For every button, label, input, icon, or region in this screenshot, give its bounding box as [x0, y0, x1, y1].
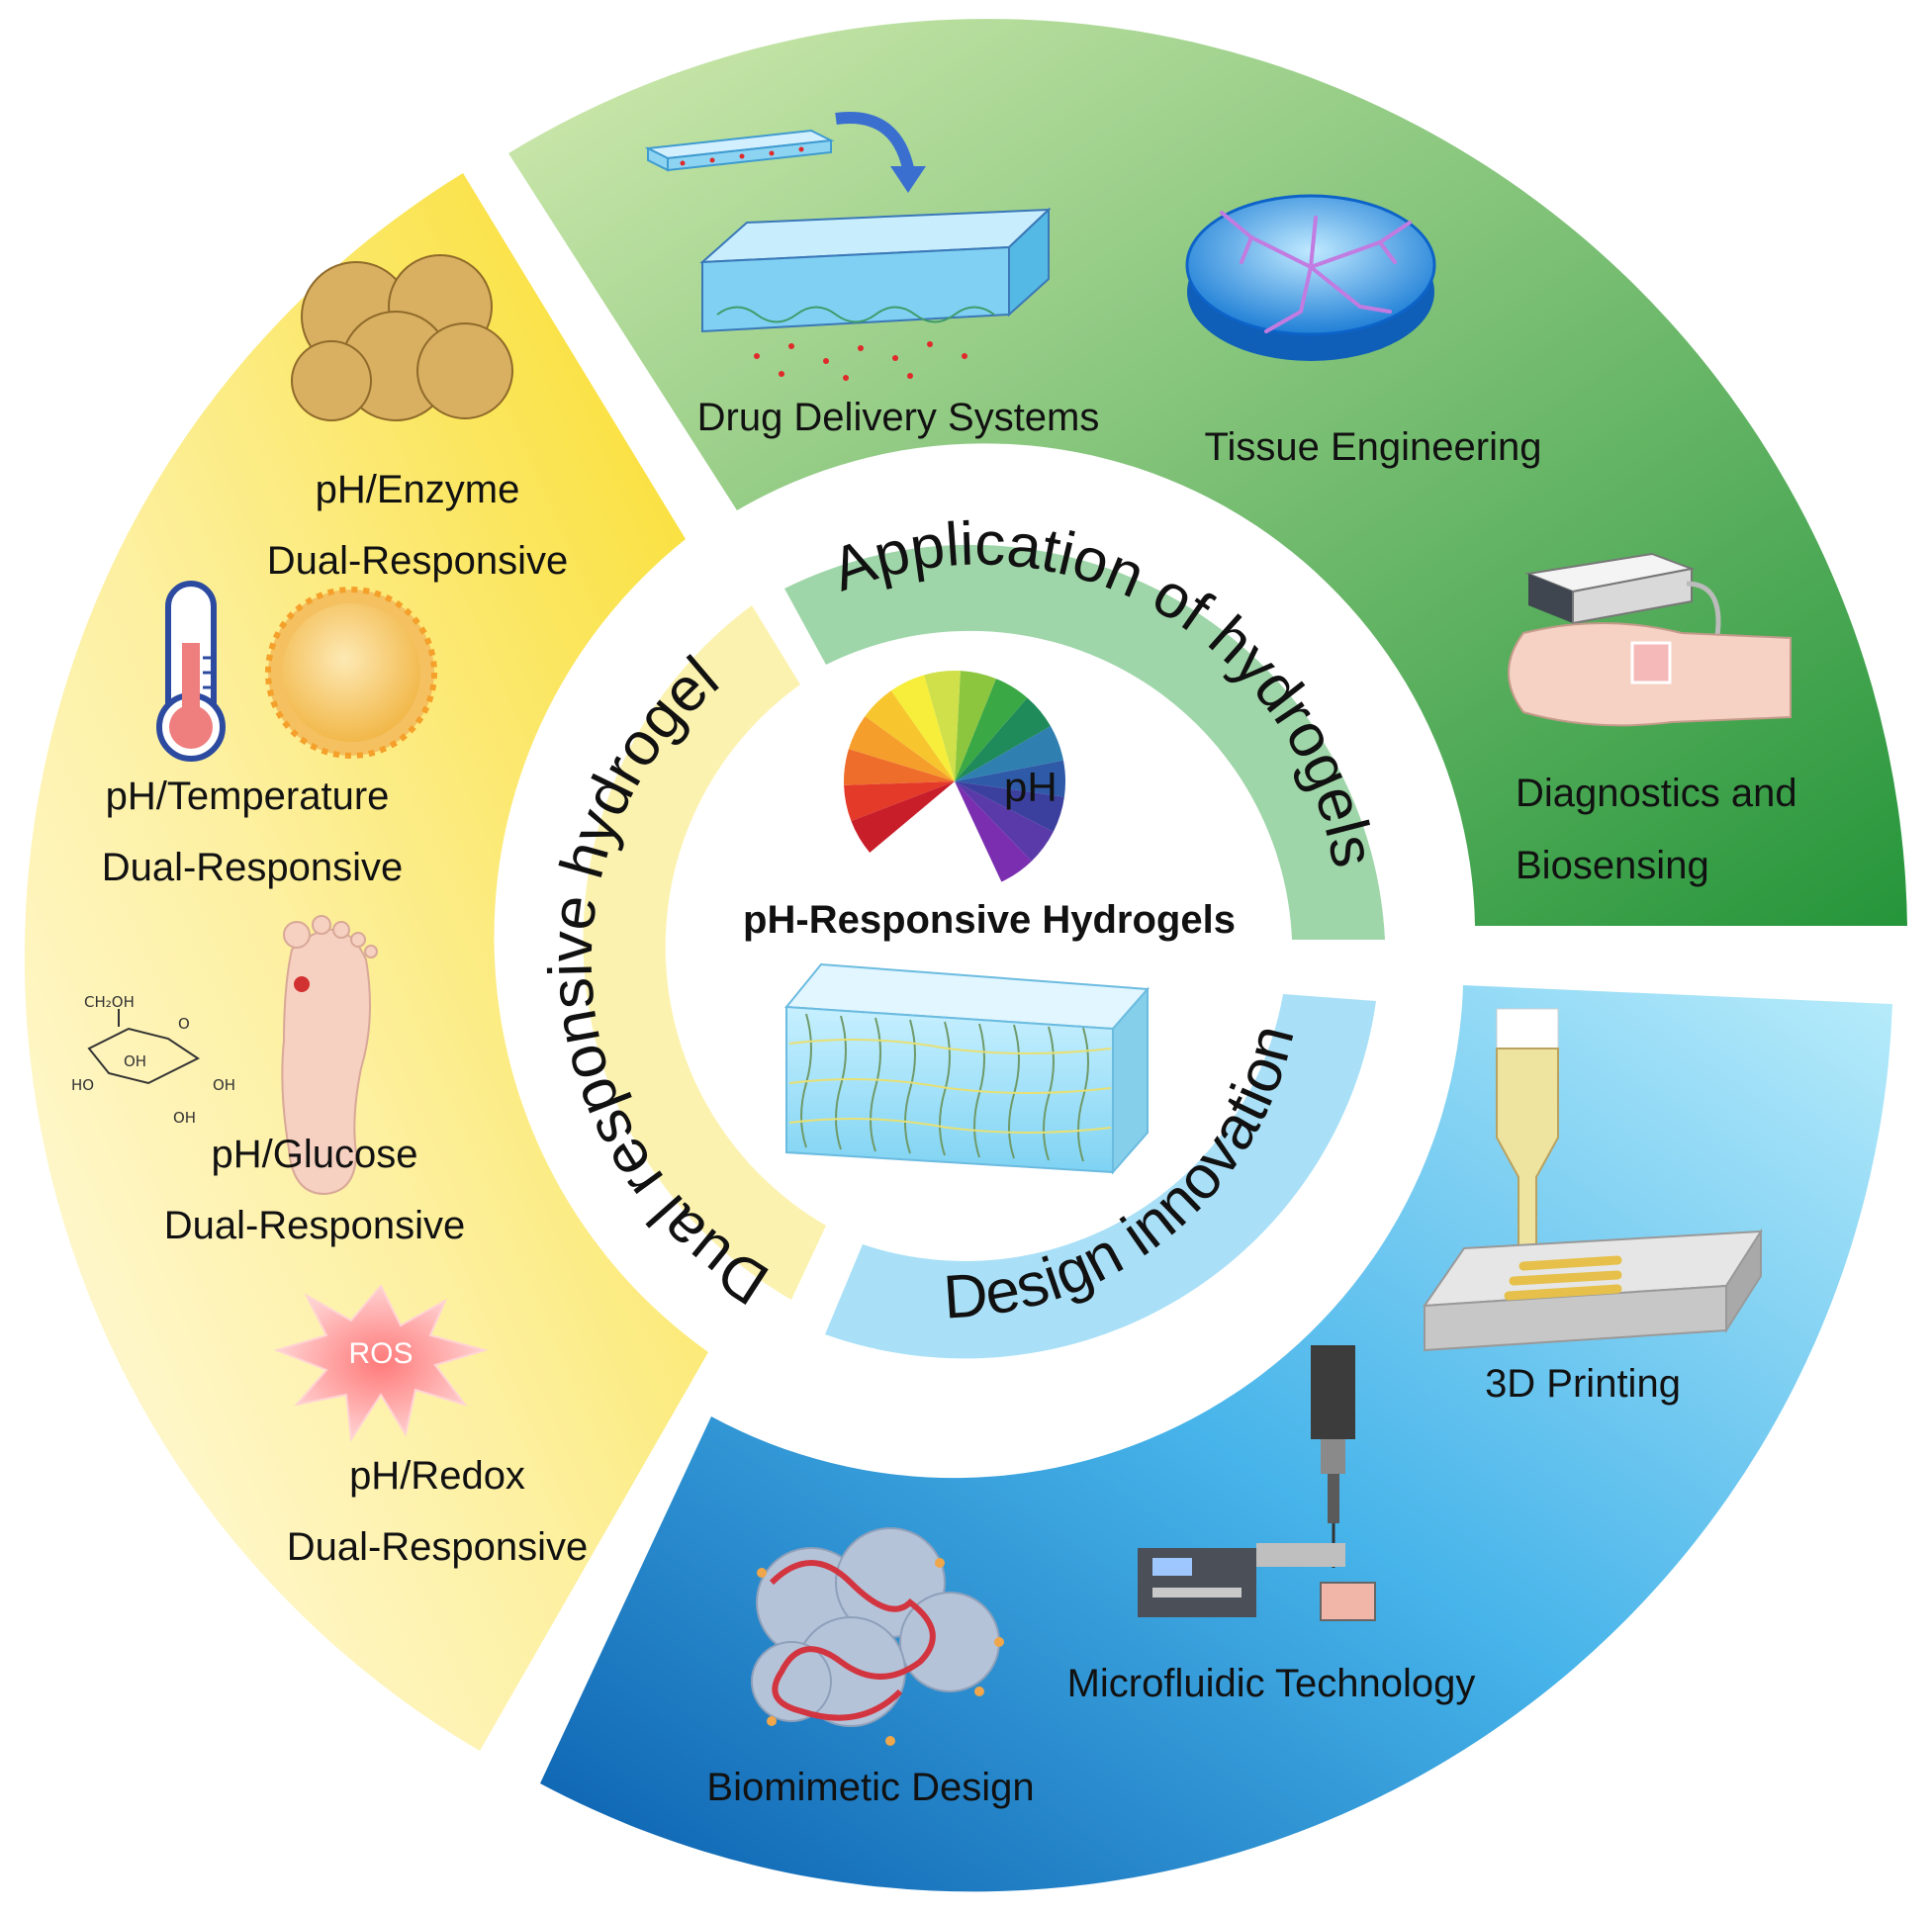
sun-icon	[265, 587, 437, 759]
glucose-molecule-illustration: CH₂OH O OH OH HO OH	[71, 993, 235, 1127]
ph-wheel-slice	[955, 781, 1032, 882]
ph-wheel-slice	[844, 749, 955, 785]
ph-color-wheel	[844, 671, 1066, 882]
microfluidic-illustration	[1138, 1345, 1376, 1621]
label-temperature-line2: Dual-Responsive	[102, 846, 404, 889]
inner-application-band	[784, 544, 1385, 940]
ph-wheel-slice	[848, 716, 955, 781]
ph-wheel-slice	[924, 671, 961, 781]
label-tissue-engineering: Tissue Engineering	[1205, 425, 1542, 469]
label-enzyme-line2: Dual-Responsive	[267, 539, 569, 583]
drug-delivery-illustration	[644, 112, 1052, 381]
label-drug-delivery: Drug Delivery Systems	[697, 396, 1100, 439]
label-redox-line2: Dual-Responsive	[287, 1525, 589, 1569]
inner-design-band	[825, 994, 1376, 1359]
glucose-ring-o: O	[178, 1015, 190, 1033]
ph-wheel-slice	[955, 781, 1064, 832]
glucose-ch2oh: CH₂OH	[84, 993, 135, 1011]
inner-dual-band	[583, 605, 826, 1300]
glucose-ho: HO	[71, 1076, 94, 1094]
ph-label: pH	[1004, 764, 1058, 810]
ph-wheel-slice	[844, 781, 955, 822]
ph-wheel-slice	[955, 697, 1051, 781]
ph-wheel-slice	[955, 760, 1066, 797]
label-enzyme-line1: pH/Enzyme	[316, 468, 520, 511]
label-diagnostics-line1: Diagnostics and	[1516, 772, 1797, 815]
label-3d-printing: 3D Printing	[1485, 1362, 1681, 1406]
label-redox-line1: pH/Redox	[349, 1454, 525, 1498]
3d-printing-illustration	[1423, 1008, 1763, 1352]
ph-wheel-slice	[955, 726, 1063, 781]
ros-starburst-icon: ROS	[273, 1284, 489, 1442]
ros-label: ROS	[348, 1337, 413, 1370]
ph-wheel-slice	[890, 675, 955, 781]
label-temperature-line1: pH/Temperature	[106, 775, 390, 818]
label-glucose-line1: pH/Glucose	[212, 1133, 418, 1176]
glucose-oh1: OH	[124, 1052, 146, 1070]
glucose-oh2: OH	[213, 1076, 235, 1094]
ph-wheel-slice	[851, 781, 955, 853]
label-biomimetic: Biomimetic Design	[706, 1766, 1034, 1809]
thermometer-icon	[156, 581, 226, 762]
tissue-engineering-dish	[1185, 194, 1436, 361]
center-title: pH-Responsive Hydrogels	[743, 898, 1236, 942]
label-microfluidic: Microfluidic Technology	[1067, 1662, 1476, 1705]
hydrogel-network-block	[784, 962, 1150, 1175]
enzyme-protein-illustration	[291, 254, 513, 421]
glucose-oh3: OH	[173, 1109, 196, 1127]
ph-wheel-slice	[955, 671, 996, 781]
label-glucose-line2: Dual-Responsive	[164, 1204, 466, 1247]
ph-wheel-slice	[865, 690, 955, 781]
diabetic-foot-illustration	[281, 915, 378, 1196]
ph-wheel-slice	[955, 679, 1028, 781]
biosensing-illustration	[1508, 552, 1792, 727]
ph-wheel-slice	[955, 781, 1054, 862]
biomimetic-illustration	[751, 1527, 1004, 1746]
label-diagnostics-line2: Biosensing	[1516, 844, 1709, 887]
